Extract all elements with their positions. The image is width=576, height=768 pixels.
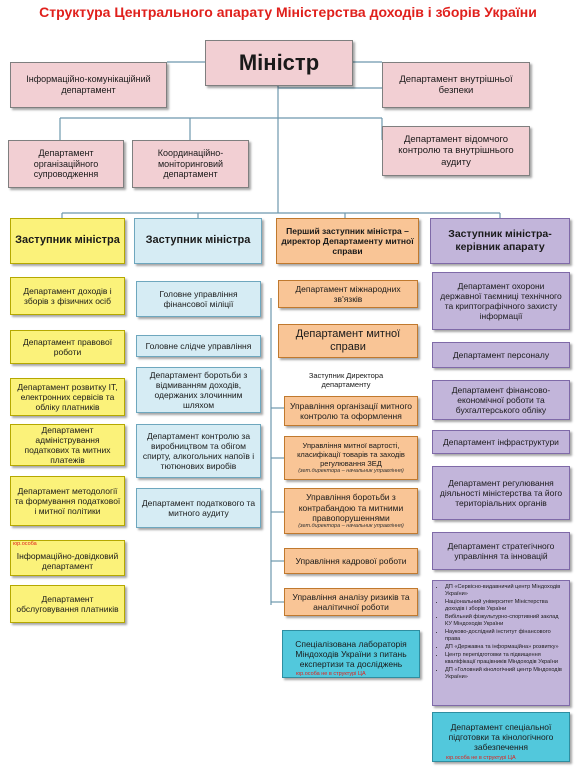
col3-sub-3: Управління боротьби з контрабандою та ми…	[284, 488, 418, 534]
col1-item-5: Департамент методології та формування по…	[10, 476, 125, 526]
col4-item-1: Департамент охорони державної таємниці т…	[432, 272, 570, 330]
col3-sub-2-note: (зет.директора – начальник управління)	[298, 468, 404, 475]
col3-item-1: Департамент міжнародних зв'язків	[278, 280, 418, 308]
col2-item-3: Департамент боротьби з відмиванням доход…	[136, 367, 261, 413]
page-title: Структура Центрального апарату Міністерс…	[39, 4, 537, 20]
col1-item-7: Департамент обслуговування платників	[10, 585, 125, 623]
org-support-department: Департамент організаційного супроводженн…	[8, 140, 124, 188]
customs-department: Департамент митної справи	[278, 324, 418, 358]
col2-item-2: Головне слідче управління	[136, 335, 261, 357]
special-lab-box: Спеціалізована лабораторія Міндоходів Ук…	[282, 630, 420, 678]
list-item: Центр перепідготовки та підвищення квалі…	[445, 652, 566, 666]
special-lab-label: Спеціалізована лабораторія Міндоходів Ук…	[295, 638, 407, 670]
col4-item-2: Департамент персоналу	[432, 342, 570, 368]
col3-sub-1-label: Управління організації митного контролю …	[290, 400, 412, 421]
col3-sub-5: Управління аналізу ризиків та аналітично…	[284, 588, 418, 616]
col3-sub-4: Управління кадрової роботи	[284, 548, 418, 574]
special-training-note: юр.особа не в структурі ЦА	[446, 755, 516, 761]
coordination-monitoring-department: Координаційно-моніторинговий департамент	[132, 140, 249, 188]
col1-item-4: Департамент адміністрування податкових т…	[10, 424, 125, 466]
special-training-department: Департамент спеціальної підготовки та кі…	[432, 712, 570, 762]
list-item: Національний університет Міністерства до…	[445, 599, 566, 613]
col3-sub-2-label: Управління митної вартості, класифікації…	[297, 441, 405, 469]
deputy-minister-2-header: Заступник міністра	[134, 218, 262, 264]
col1-item-1: Департамент доходів і зборів з фізичних …	[10, 277, 125, 315]
col4-item-5: Департамент регулювання діяльності мініс…	[432, 466, 570, 520]
first-deputy-header: Перший заступник міністра – директор Деп…	[276, 218, 419, 264]
col3-sub-2: Управління митної вартості, класифікації…	[284, 436, 418, 480]
col1-item-6-label: Інформаційно-довідковий департамент	[16, 550, 119, 571]
info-comm-department: Інформаційно-комунікаційний департамент	[10, 62, 167, 108]
col1-legal-entity-note: юр.особа	[13, 541, 37, 547]
col3-sub-3-label: Управління боротьби з контрабандою та ми…	[298, 492, 404, 523]
col1-item-6: Інформаційно-довідковий департамент	[10, 540, 125, 576]
special-training-label: Департамент спеціальної підготовки та кі…	[448, 721, 554, 753]
col2-item-4: Департамент контролю за виробництвом та …	[136, 424, 261, 478]
deputy-minister-1-header: Заступник міністра	[10, 218, 125, 264]
col3-sub-1: Управління організації митного контролю …	[284, 396, 418, 426]
col1-item-3: Департамент розвитку ІТ, електронних сер…	[10, 378, 125, 416]
col4-item-4: Департамент інфраструктури	[432, 430, 570, 454]
list-item: ДП «Головний кінологічний центр Міндоход…	[445, 667, 566, 681]
subordinate-enterprises-list: ДП «Сервісно-видавничий центр Міндоходів…	[432, 580, 570, 706]
special-lab-note: юр.особа не в структурі ЦА	[296, 671, 366, 677]
col3-sub-3-note: (зет.директора – начальник управління)	[298, 522, 404, 529]
list-item: ДП «Сервісно-видавничий центр Міндоходів…	[445, 584, 566, 598]
deputy-director-label: Заступник Директора департаменту	[308, 371, 384, 389]
list-item: ДП «Державна та інформаційна» розвитку»	[445, 644, 566, 651]
col1-item-2: Департамент правової роботи	[10, 330, 125, 364]
list-item: Науково-дослідний інститут фінансового п…	[445, 629, 566, 643]
internal-security-department: Департамент внутрішньої безпеки	[382, 62, 530, 108]
col2-item-5: Департамент податкового та митного аудит…	[136, 488, 261, 528]
col4-item-6: Департамент стратегічного управління та …	[432, 532, 570, 570]
col2-item-1: Головне управління фінансової міліції	[136, 281, 261, 317]
deputy-head-of-apparatus-header: Заступник міністра-керівник апарату	[430, 218, 570, 264]
control-audit-department: Департамент відомчого контролю та внутрі…	[382, 126, 530, 176]
minister-box: Міністр	[205, 40, 353, 86]
list-item: Вибільний фізкультурно-спортивний заклад…	[445, 614, 566, 628]
col4-item-3: Департамент фінансово-економічної роботи…	[432, 380, 570, 420]
